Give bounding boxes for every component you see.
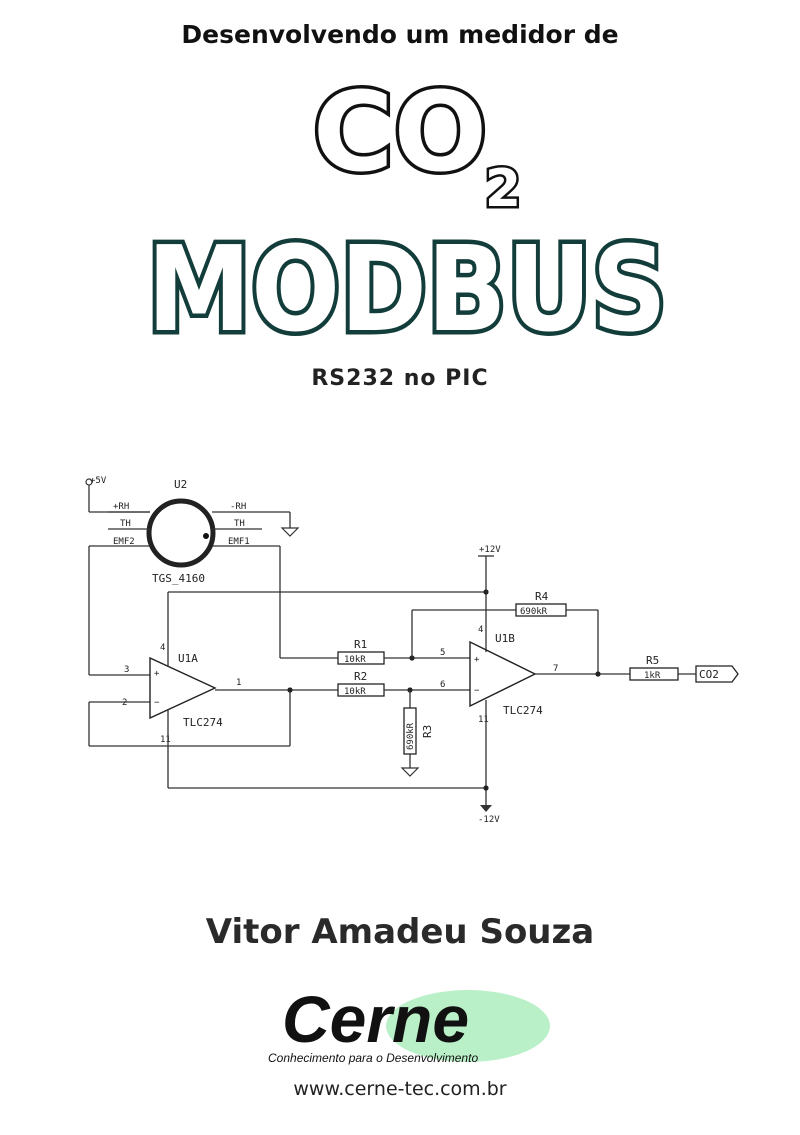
svg-text:+: + — [474, 655, 480, 665]
u1b-ref: U1B — [495, 632, 515, 645]
r5-ref: R5 — [646, 654, 659, 667]
supply-5v: +5V — [85, 476, 107, 512]
resistor-r2: 10kR R2 — [337, 670, 385, 697]
supply-12v-label: +12V — [479, 545, 501, 555]
svg-text:−: − — [474, 686, 480, 696]
output-label: CO2 — [699, 668, 719, 681]
u1a-pin4: 4 — [160, 643, 165, 653]
sensor-pin-prh: +RH — [113, 502, 129, 512]
sensor-pin-emf2: EMF2 — [113, 537, 135, 547]
author-name: Vitor Amadeu Souza — [205, 912, 595, 952]
resistor-r1: 10kR R1 — [337, 638, 385, 665]
r5-value: 1kR — [644, 671, 661, 681]
u1a-part: TLC274 — [183, 716, 223, 729]
subtitle-top: Desenvolvendo um medidor de — [181, 20, 619, 49]
r1-ref: R1 — [354, 638, 367, 651]
svg-text:+: + — [154, 669, 160, 679]
publisher-slogan: Conhecimento para o Desenvolvimento — [268, 1051, 478, 1065]
co2-title: CO 2 — [309, 65, 523, 222]
r1-value: 10kR — [344, 655, 366, 665]
co2-main-text: CO — [313, 68, 487, 196]
co2-subscript-text: 2 — [485, 159, 521, 219]
r4-value: 690kR — [520, 607, 548, 617]
u1b-pin5: 5 — [440, 648, 445, 658]
u1b-pin7: 7 — [553, 664, 558, 674]
publisher-website: www.cerne-tec.com.br — [293, 1078, 507, 1100]
u1a-pin3: 3 — [124, 665, 129, 675]
supply-minus-12v: -12V — [478, 805, 500, 825]
ground-symbol-sensor — [280, 512, 300, 537]
sensor-pin-th-left: TH — [120, 519, 131, 529]
publisher-name: Cerne — [282, 982, 469, 1056]
u1a-pin1: 1 — [236, 678, 241, 688]
r3-ref: R3 — [421, 725, 434, 738]
supply-minus-12v-label: -12V — [478, 815, 500, 825]
sensor-part: TGS_4160 — [152, 572, 205, 585]
opamp-u1a: U1A TLC274 + − 2 1 4 11 — [122, 643, 241, 745]
r3-value: 690kR — [406, 722, 416, 750]
modbus-text: MODBUS — [147, 220, 667, 352]
circuit-schematic: +5V U2 TGS_4160 +RH -RH TH TH EMF2 EMF1 … — [85, 476, 739, 825]
svg-text:−: − — [154, 698, 160, 708]
publisher-logo: Cerne Conhecimento para o Desenvolviment… — [268, 982, 550, 1065]
supply-5v-label: +5V — [90, 476, 107, 486]
u1a-pin2: 2 — [122, 698, 127, 708]
resistor-r4: 690kR R4 — [515, 590, 567, 617]
u1b-pin4: 4 — [478, 625, 483, 635]
sensor-pin-emf1: EMF1 — [228, 537, 250, 547]
sensor-pin-th-right: TH — [234, 519, 245, 529]
u1b-pin6: 6 — [440, 680, 445, 690]
r2-value: 10kR — [344, 687, 366, 697]
u1b-part: TLC274 — [503, 704, 543, 717]
opamp-u1b: U1B TLC274 + − 7 4 11 — [469, 625, 558, 725]
u1b-pin11: 11 — [478, 715, 489, 725]
r4-ref: R4 — [535, 590, 549, 603]
output-port-co2: CO2 — [695, 665, 739, 683]
logo-accent-ellipse — [386, 990, 550, 1062]
sensor-ref: U2 — [174, 478, 187, 491]
u1a-pin11: 11 — [160, 735, 171, 745]
tagline: RS232 no PIC — [311, 366, 489, 391]
supply-12v: +12V — [478, 545, 501, 652]
resistor-r5: 1kR R5 — [629, 654, 679, 681]
u1a-ref: U1A — [178, 652, 198, 665]
sensor-pin-mrh: -RH — [230, 502, 246, 512]
modbus-title: MODBUS — [143, 216, 672, 353]
gas-sensor-u2: U2 TGS_4160 +RH -RH TH TH EMF2 EMF1 — [108, 478, 290, 585]
resistor-r3: 690kR R3 — [400, 690, 434, 777]
r2-ref: R2 — [354, 670, 367, 683]
